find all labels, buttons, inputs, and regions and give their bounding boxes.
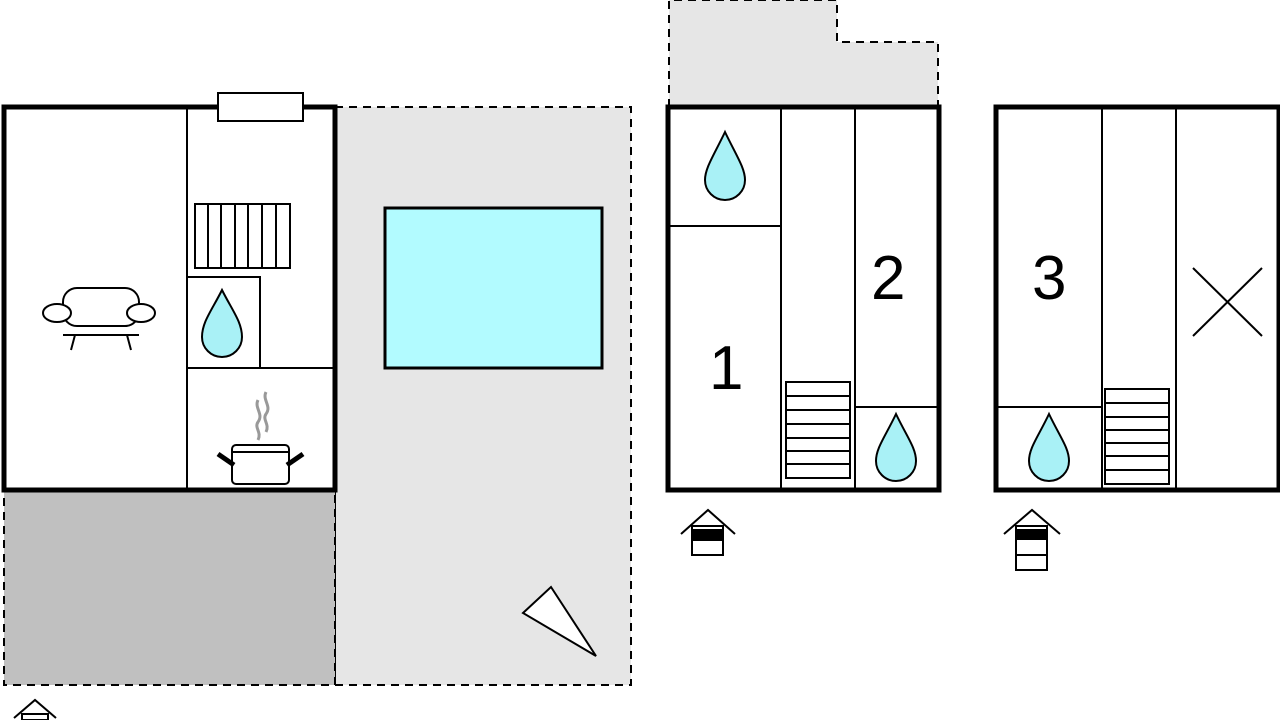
house-level-icon <box>13 698 57 720</box>
ground-floor-outline <box>1 104 338 493</box>
water-drop-icon <box>703 129 747 201</box>
level-3-icon <box>1003 508 1061 571</box>
covered-terrace <box>3 489 336 686</box>
compass-icon <box>521 585 597 657</box>
window <box>217 92 304 122</box>
room-number-3: 3 <box>1032 244 1066 313</box>
terrace <box>334 106 632 686</box>
water-drop-icon <box>1027 411 1071 482</box>
level-2-icon <box>680 508 736 556</box>
first-floor: 1 2 <box>665 0 942 556</box>
pool <box>383 206 604 370</box>
second-floor: 3 <box>993 104 1280 571</box>
water-drop-icon <box>200 287 244 358</box>
sofa-icon <box>42 287 156 351</box>
bathroom <box>186 276 261 369</box>
water-drop-icon <box>874 411 918 482</box>
stairs-icon <box>1104 388 1170 485</box>
balcony <box>668 0 939 108</box>
cooking-pot-icon <box>216 391 305 485</box>
stairs-icon <box>194 203 291 269</box>
stairs-icon <box>785 381 851 479</box>
room-number-2: 2 <box>871 244 905 313</box>
room-number-1: 1 <box>709 334 743 403</box>
ground-floor <box>1 92 632 720</box>
void-cross-icon <box>1192 267 1263 337</box>
